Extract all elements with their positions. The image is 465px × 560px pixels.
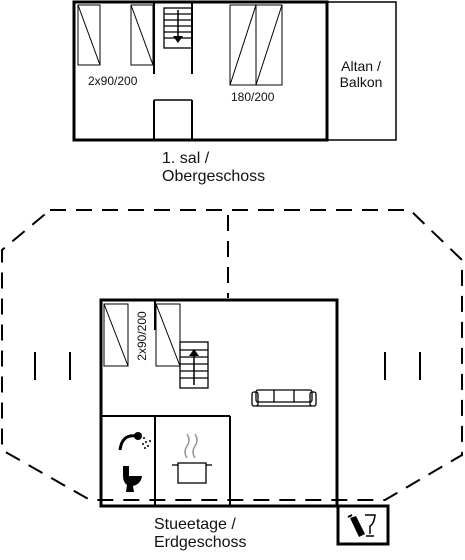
ground-floor-title-line2: Erdgeschoss: [154, 534, 247, 552]
ground-floor-title: Stueetage / Erdgeschoss: [154, 516, 247, 553]
ground-floor-title-line1: Stueetage /: [154, 516, 236, 533]
upper-floor-title-line2: Obergeschoss: [162, 168, 266, 186]
ground-stairs: [179, 341, 209, 389]
upper-floor: [72, 0, 397, 142]
bed-left-2: [130, 4, 154, 66]
stairs-up-arrow-icon: [189, 349, 199, 356]
double-bed: [229, 4, 283, 86]
wine-storage: [336, 504, 390, 546]
balcony-label: Altan / Balkon: [330, 58, 392, 90]
ground-floor-walls: [99, 298, 339, 508]
shower-icon: [118, 432, 151, 451]
balcony-label-line2: Balkon: [339, 74, 383, 91]
upper-bed-right-label: 180/200: [231, 90, 275, 104]
upper-bed-left-label: 2x90/200: [88, 74, 138, 88]
ground-floor: [1, 209, 463, 546]
ground-bed-label: 2x90/200: [135, 311, 149, 361]
upper-floor-walls: [72, 0, 329, 142]
upper-floor-title: 1. sal / Obergeschoss: [162, 150, 265, 187]
terrace-outline: [1, 209, 463, 501]
stairs-down-arrow-icon: [173, 36, 183, 43]
bed-left-1: [77, 4, 101, 66]
toilet-icon: [123, 466, 142, 492]
upper-floor-title-line1: 1. sal /: [162, 150, 210, 167]
wine-bottle-glass-icon: [347, 514, 376, 537]
sofa-icon: [251, 389, 317, 407]
balcony: [326, 1, 397, 141]
ground-bed: [103, 303, 181, 367]
cooking-pot-icon: [172, 433, 212, 484]
balcony-label-line1: Altan /: [341, 58, 381, 74]
